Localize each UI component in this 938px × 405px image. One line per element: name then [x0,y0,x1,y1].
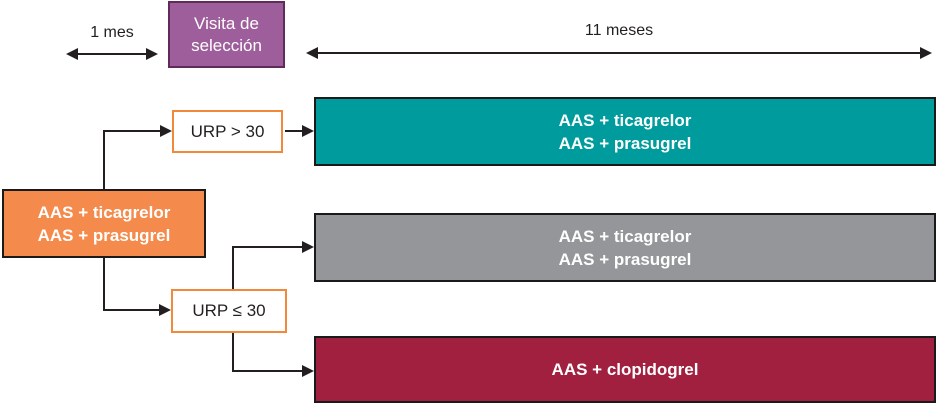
selection-visit-line2: selección [191,35,262,55]
arrow-shaft [285,130,302,132]
timeline-short-arrow [66,48,158,60]
arm-low-continue-line1: AAS + ticagrelor [558,226,692,246]
arm-low-switch-box: AAS + clopidogrel [314,336,936,403]
timeline-long-label: 11 meses [584,22,654,39]
initial-therapy-box: AAS + ticagrelor AAS + prasugrel [2,189,206,258]
arm-low-continue-line2: AAS + prasugrel [558,249,692,269]
arm-high-box: AAS + ticagrelor AAS + prasugrel [314,97,936,166]
arrow-urp-high-to-arm [285,125,314,137]
arm-high-line1: AAS + ticagrelor [558,110,692,130]
arrow-shaft [232,246,302,248]
timeline-short-label: 1 mes [90,24,134,41]
urp-high-label: URP > 30 [190,121,265,141]
arrowhead-right-icon [146,48,158,60]
arrowhead-right-icon [302,241,314,253]
arrow-to-arm-gray [232,241,314,253]
arrowhead-right-icon [920,47,932,59]
arrowhead-left-icon [66,48,78,60]
arrow-shaft [103,130,160,132]
arrow-shaft [232,370,302,372]
initial-therapy-line2: AAS + prasugrel [37,225,171,245]
arm-low-continue-box: AAS + ticagrelor AAS + prasugrel [314,213,936,282]
urp-high-box: URP > 30 [172,110,283,153]
selection-visit-box: Visita de selección [168,1,285,68]
arrow-shaft [318,52,920,54]
arm-low-switch-label: AAS + clopidogrel [551,360,699,379]
arrow-to-urp-high [103,125,172,137]
arrow-to-arm-red [232,365,314,377]
initial-therapy-line1: AAS + ticagrelor [37,202,171,222]
urp-low-label: URP ≤ 30 [192,301,266,320]
arrow-shaft [103,309,159,311]
arrowhead-right-icon [159,304,171,316]
arrow-shaft [78,53,146,55]
timeline-long-arrow [306,47,932,59]
branch-line-urp-low-up [232,247,234,289]
branch-line-urp-low-down [232,333,234,371]
arrowhead-right-icon [160,125,172,137]
urp-low-box: URP ≤ 30 [171,289,287,333]
arrowhead-left-icon [306,47,318,59]
arrowhead-right-icon [302,365,314,377]
arrow-to-urp-low [103,304,171,316]
arm-high-line2: AAS + prasugrel [558,133,692,153]
arrowhead-right-icon [302,125,314,137]
selection-visit-line1: Visita de [194,13,259,33]
